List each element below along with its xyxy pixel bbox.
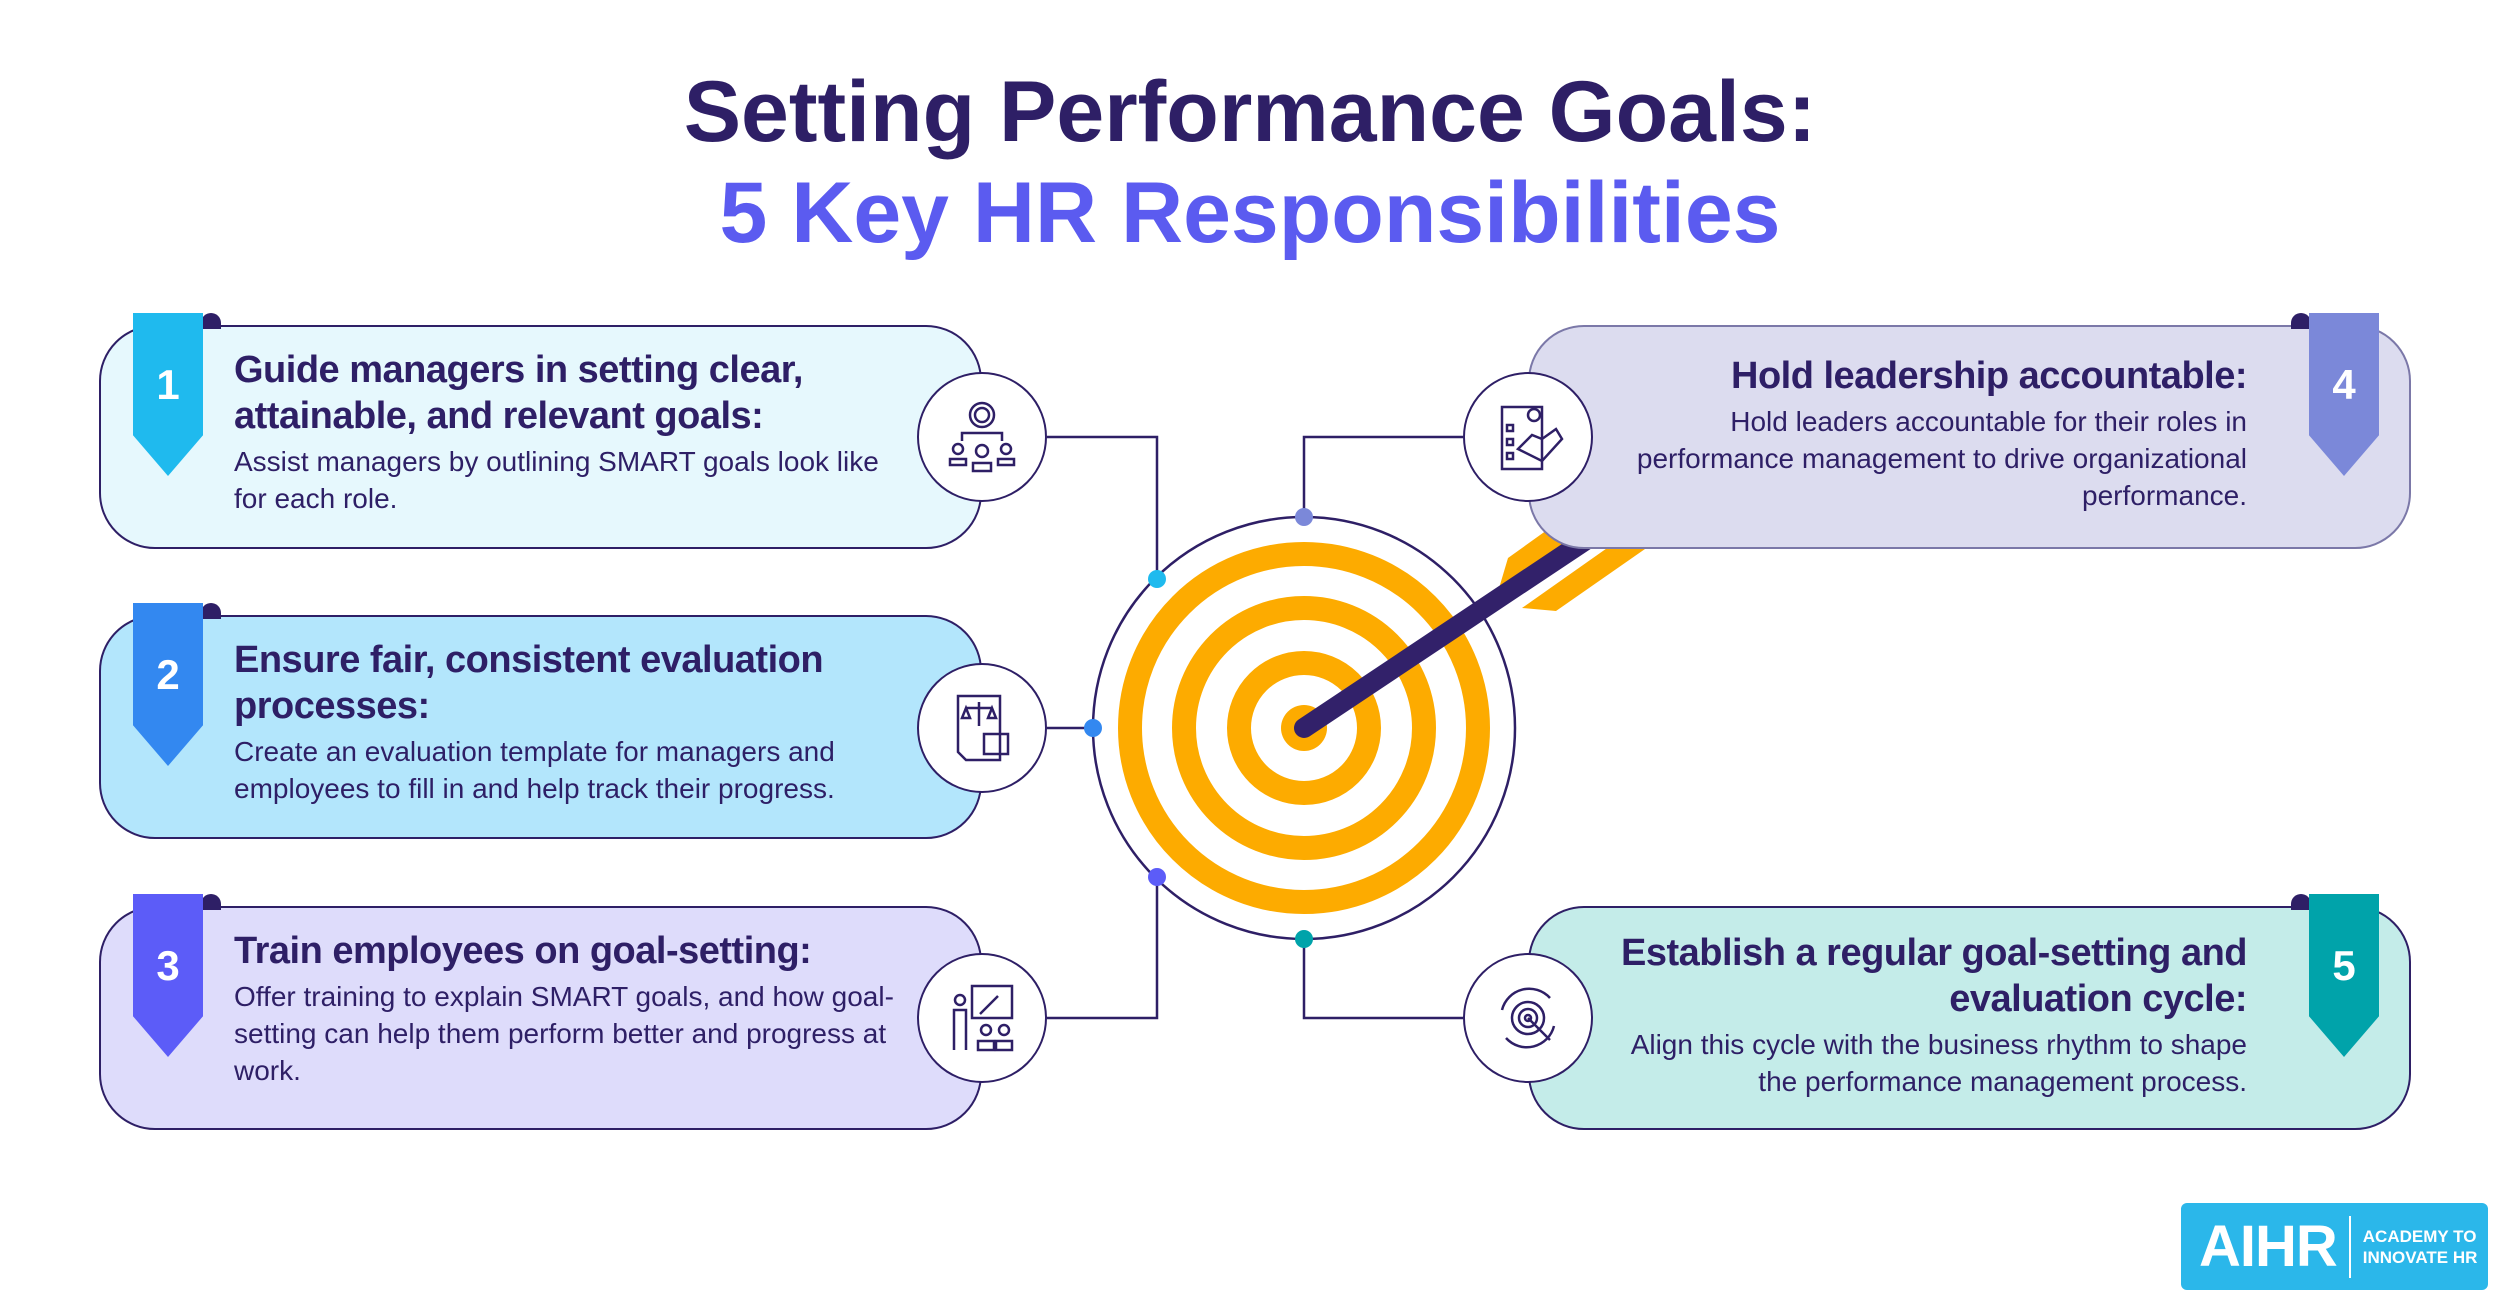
target-ring-2 [1172, 596, 1436, 860]
card-2-heading: Ensure fair, consistent evaluation proce… [234, 639, 824, 727]
title-line-2: 5 Key HR Responsibilities [719, 165, 1781, 261]
target-rings [1118, 542, 1490, 914]
card-2: 2 Ensure fair, consistent evaluation pro… [99, 603, 982, 839]
card-1-heading: Guide managers in setting clear, attaina… [234, 349, 803, 437]
number-5: 5 [2332, 942, 2356, 989]
card-5-body: Align this cycle with the business rhyth… [1630, 1029, 2247, 1097]
number-2: 2 [156, 651, 180, 698]
logo-divider [2348, 1215, 2351, 1278]
manager-team-target-icon [917, 372, 1047, 502]
connector-lines [1047, 435, 1463, 1020]
arrow-shaft [1294, 516, 1617, 738]
number-ribbon-5: 5 [2291, 894, 2379, 1057]
scales-document-icon [917, 663, 1047, 793]
dot-4 [1295, 508, 1313, 526]
handshake-checklist-icon [1463, 372, 1593, 502]
logo-tagline-2: INNOVATE HR [2362, 1247, 2478, 1267]
dot-5 [1295, 930, 1313, 948]
card-4-body: Hold leaders accountable for their roles… [1636, 406, 2247, 511]
card-3: 3 Train employees on goal-setting: Offer … [99, 894, 982, 1130]
target-ring-3 [1227, 651, 1381, 805]
card-3-body: Offer training to explain SMART goals, a… [234, 981, 894, 1086]
connector-dots [1084, 508, 1313, 948]
card-1: 1 Guide managers in setting clear, attai… [99, 313, 982, 549]
dot-1 [1148, 570, 1166, 588]
connector-3 [1047, 877, 1159, 1020]
number-3: 3 [156, 942, 180, 989]
title-line-1: Setting Performance Goals: [683, 64, 1817, 160]
logo-brand: AIHR [2199, 1214, 2338, 1279]
training-presentation-icon [917, 953, 1047, 1083]
card-4: 4 Hold leadership accountable: Hold leade… [1528, 313, 2411, 549]
card-2-body: Create an evaluation template for manage… [234, 736, 835, 804]
number-1: 1 [156, 361, 180, 408]
arrow-fletching-bottom [1522, 546, 1645, 611]
card-5-heading: Establish a regular goal-setting and eva… [1620, 932, 2248, 1020]
number-ribbon-2: 2 [133, 603, 221, 766]
number-ribbon-1: 1 [133, 313, 221, 476]
card-3-heading: Train employees on goal-setting: [234, 930, 812, 972]
dot-2 [1084, 719, 1102, 737]
card-5: 5 Establish a regular goal-setting and e… [1528, 894, 2411, 1130]
number-ribbon-4: 4 [2291, 313, 2379, 476]
connector-5 [1302, 939, 1463, 1020]
card-4-heading: Hold leadership accountable: [1731, 355, 2248, 397]
connector-4 [1302, 435, 1463, 517]
connector-1 [1047, 435, 1159, 579]
target-cycle-icon [1463, 953, 1593, 1083]
target-ring-1 [1118, 542, 1490, 914]
number-ribbon-3: 3 [133, 894, 221, 1057]
card-1-body: Assist managers by outlining SMART goals… [234, 446, 879, 514]
number-4: 4 [2332, 361, 2356, 408]
logo-tagline-1: ACADEMY TO [2362, 1226, 2477, 1246]
dot-3 [1148, 868, 1166, 886]
